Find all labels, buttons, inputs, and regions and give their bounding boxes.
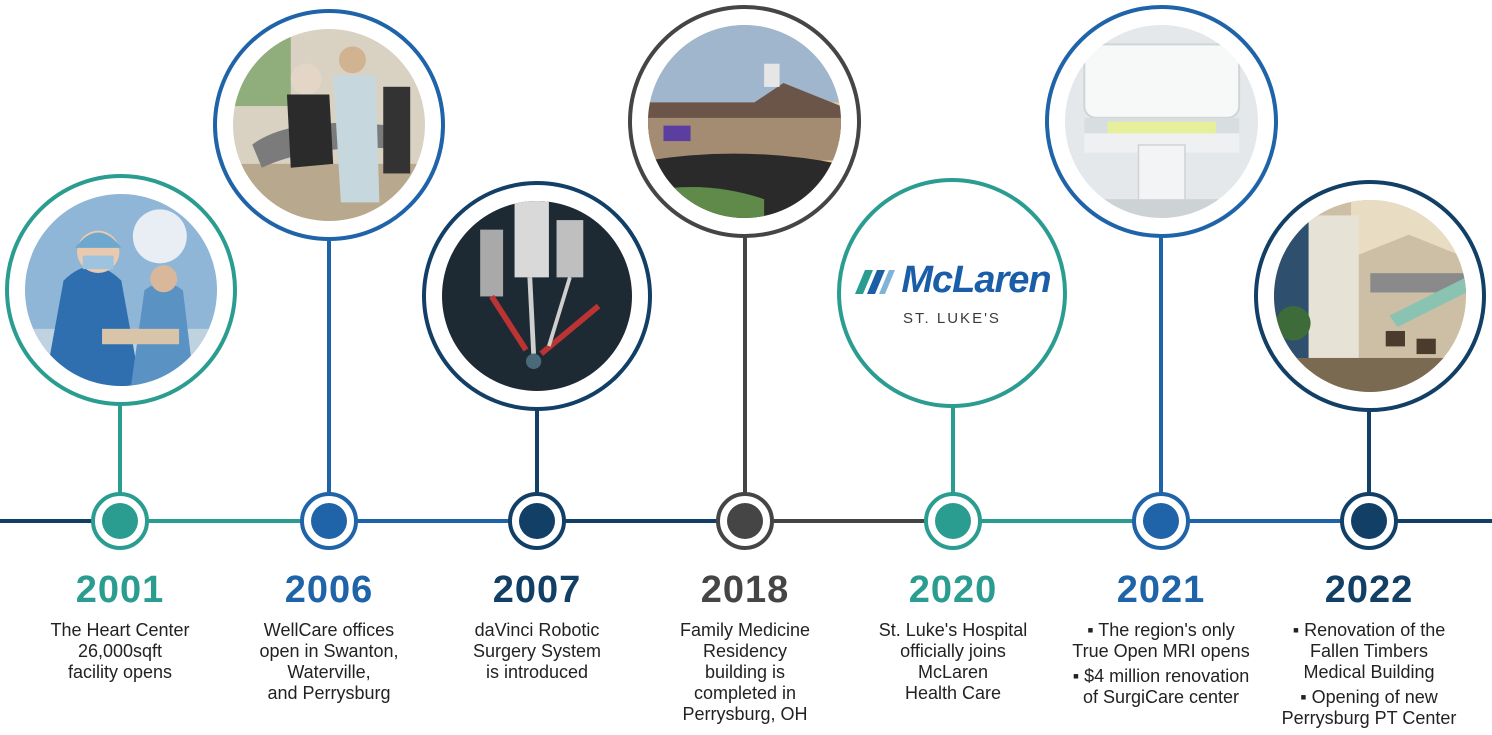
description-line: and Perrysburg [267,683,391,703]
milestone-description: Family Medicine Residency building is co… [640,620,850,725]
timeline-line-segment [1161,519,1369,523]
milestone-photo-2006 [213,9,445,241]
milestone-year: 2007 [492,569,582,611]
description-line: Surgery System [472,641,602,661]
description-line: Health Care [904,683,1002,703]
node-dot [1143,503,1179,539]
residency-building-photo [647,24,842,219]
node-dot [102,503,138,539]
description-line: Residency [702,641,788,661]
timeline-node-2018 [716,492,774,550]
robotic-surgery-photo [441,200,633,392]
timeline-line-segment [745,519,953,523]
milestone-photo-2022 [1254,180,1486,412]
milestone-photo-2020: McLaren ST. LUKE'S [837,178,1067,408]
connector-stem [1159,235,1163,495]
connector-stem [743,235,747,495]
node-dot [519,503,555,539]
connector-stem [1367,405,1371,495]
description-line: ▪ $4 million renovation [1072,666,1250,686]
description-line: 26,000sqft [77,641,163,661]
description-line: McLaren [917,662,989,682]
description-line: Family Medicine [679,620,811,640]
description-line: WellCare offices [263,620,395,640]
description-line: ▪ Renovation of the [1292,620,1446,640]
timeline-line-segment [1369,519,1492,523]
milestone-description: ▪ Renovation of the Fallen Timbers Medic… [1264,620,1474,729]
timeline-line-segment [0,519,120,523]
node-dot [1351,503,1387,539]
logo-subtitle: ST. LUKE'S [903,310,1001,327]
connector-stem [327,240,331,495]
description-line: Perrysburg, OH [682,704,808,724]
milestone-photo-2018 [628,5,861,238]
timeline-line-segment [953,519,1161,523]
timeline-node-2020 [924,492,982,550]
description-line: completed in [693,683,797,703]
description-line: building is [704,662,786,682]
connector-stem [535,405,539,495]
description-line: Perrysburg PT Center [1281,708,1457,728]
description-line: The Heart Center [50,620,190,640]
milestone-description: St. Luke's Hospital officially joins McL… [848,620,1058,704]
milestone-photo-2021 [1045,5,1278,238]
node-dot [311,503,347,539]
physical-therapy-photo [232,28,426,222]
timeline-line-segment [120,519,329,523]
mclaren-mark-icon [853,266,897,296]
milestone-description: daVinci Robotic Surgery System is introd… [432,620,642,683]
node-dot [727,503,763,539]
timeline-node-2022 [1340,492,1398,550]
description-line: Fallen Timbers [1309,641,1429,661]
milestone-description: ▪ The region's only True Open MRI opens … [1056,620,1266,708]
medical-building-interior-photo [1273,199,1467,393]
milestone-description: The Heart Center 26,000sqft facility ope… [15,620,225,683]
description-line: ▪ The region's only [1087,620,1235,640]
milestone-year: 2001 [75,569,165,611]
mclaren-logo: McLaren ST. LUKE'S [853,259,1052,327]
description-line: officially joins [900,641,1006,661]
connector-stem [118,405,122,495]
timeline-node-2007 [508,492,566,550]
logo-wordmark: McLaren [901,259,1051,301]
timeline-node-2001 [91,492,149,550]
milestone-year: 2020 [908,569,998,611]
description-line: open in Swanton, [259,641,399,661]
timeline-line-segment [329,519,537,523]
timeline-line-segment [537,519,745,523]
description-line: True Open MRI opens [1072,641,1250,661]
description-line: Waterville, [287,662,371,682]
milestone-description: WellCare offices open in Swanton, Waterv… [224,620,434,704]
mri-machine-photo [1064,24,1259,219]
surgeons-operating-photo [24,193,218,387]
logo-top: McLaren [853,259,1052,302]
description-line: St. Luke's Hospital [878,620,1028,640]
timeline-node-2006 [300,492,358,550]
description-line: daVinci Robotic [474,620,600,640]
description-line: ▪ Opening of new [1300,687,1438,707]
description-line: of SurgiCare center [1082,687,1240,707]
description-line: facility opens [67,662,173,682]
milestone-year: 2021 [1116,569,1206,611]
milestone-photo-2001 [5,174,237,406]
milestone-year: 2006 [284,569,374,611]
connector-stem [951,405,955,495]
description-line: is introduced [485,662,589,682]
milestone-year: 2018 [700,569,790,611]
timeline-node-2021 [1132,492,1190,550]
node-dot [935,503,971,539]
milestone-year: 2022 [1324,569,1414,611]
description-line: Medical Building [1303,662,1435,682]
milestone-photo-2007 [422,181,652,411]
